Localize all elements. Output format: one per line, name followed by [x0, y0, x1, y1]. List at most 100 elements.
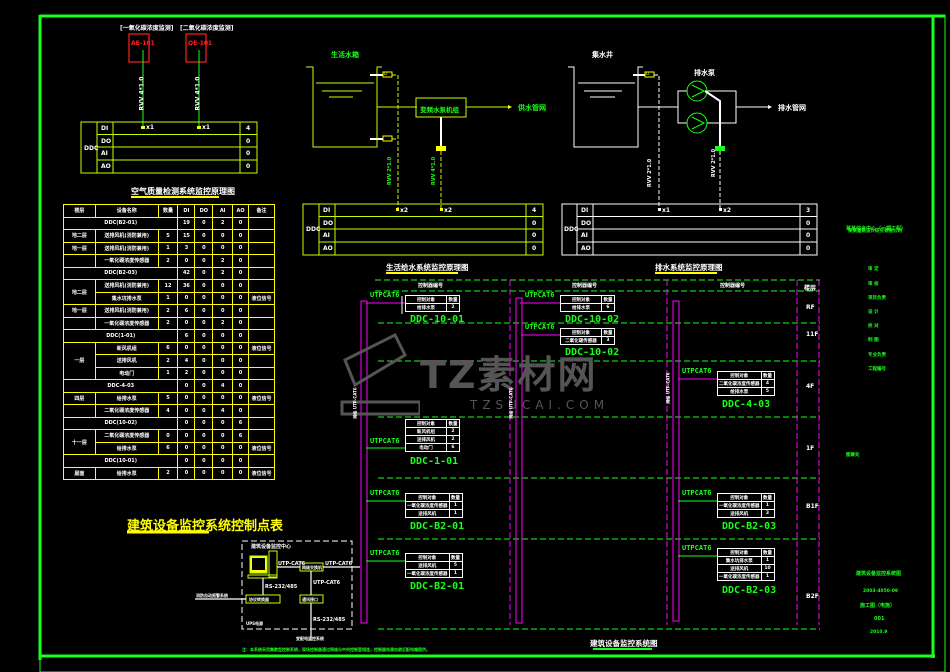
- title-block-field: 工程编号: [868, 367, 886, 372]
- co-sensor-box: [128, 33, 150, 63]
- device-count: 数量: [446, 295, 460, 304]
- point-table-title: 建筑设备监控系统控制点表: [127, 519, 284, 534]
- pit-label: 集水井: [592, 51, 613, 59]
- di-cell: 0: [177, 341, 196, 355]
- control-room-title: 建筑设备监控中心: [251, 544, 292, 550]
- design-stage: 施工图（电施）: [860, 603, 896, 609]
- do-cell: 0: [194, 279, 214, 293]
- device-count: 2: [446, 435, 460, 444]
- di-cell: 0: [177, 291, 196, 305]
- di-cell: 0: [177, 466, 196, 480]
- aq-point-1: x1: [146, 124, 155, 131]
- controlled-device: 控制对象: [405, 295, 447, 304]
- utp-label: UTP-CAT6: [278, 561, 306, 567]
- di-cell: 2: [177, 366, 196, 380]
- floor-cell: 地一层: [63, 241, 96, 255]
- ai-cell: 2: [212, 316, 234, 330]
- ws-cable-2: RVV 4*1.0: [431, 156, 438, 186]
- level-sensor-low: [382, 135, 393, 142]
- controlled-device: 控制对象: [405, 419, 447, 428]
- converter-label: 通讯接口: [302, 597, 318, 602]
- ai-cell: 0: [212, 366, 234, 380]
- di-cell: 0: [177, 316, 196, 330]
- controlled-device: 一氧化碳浓度传感器: [405, 569, 450, 578]
- power-monitor-label: 变配电监控系统: [296, 636, 324, 641]
- controlled-device: 控制对象: [405, 553, 450, 562]
- cable-2-label: RVV 4*1.0: [194, 76, 202, 111]
- column-header: AI: [212, 204, 234, 218]
- utp-cable-label: UTPCAT6: [682, 367, 712, 375]
- drain-row-type: DO: [581, 220, 592, 227]
- floor-cell: 屋面: [63, 466, 96, 480]
- column-header: DI: [177, 204, 196, 218]
- ao-cell: 0: [232, 241, 249, 255]
- aq-row-count: 0: [246, 163, 251, 170]
- riser-header-1: 控制器编号: [418, 283, 444, 289]
- note-cell: [248, 404, 275, 418]
- controller-name: DDC-1-01: [410, 456, 459, 467]
- ao-cell: 0: [232, 379, 249, 393]
- aq-row-type: AI: [101, 150, 108, 157]
- device-count: 6: [446, 443, 460, 452]
- qty-cell: 5: [157, 229, 179, 243]
- column-header: AO: [232, 204, 249, 218]
- ddc-name-cell: DDC(10-02): [62, 416, 179, 430]
- utp-cable-label: UTPCAT6: [682, 489, 712, 497]
- controller-name: DDC-B2-01: [410, 581, 465, 592]
- ws-row-type: DO: [323, 220, 334, 227]
- device-count: 2: [446, 303, 460, 312]
- do-cell: 0: [194, 266, 214, 280]
- ai-cell: 0: [212, 466, 234, 480]
- title-block-field: 专业负责: [868, 353, 886, 358]
- floor-label: B1F: [806, 503, 819, 510]
- utp-cable-label: UTPCAT6: [525, 291, 555, 299]
- controller-name: DDC-10-02: [565, 314, 620, 325]
- device-name-cell: 送排风机(消防兼用): [94, 304, 159, 318]
- note-cell: [248, 429, 275, 443]
- device-count: 数量: [601, 328, 615, 337]
- ao-cell: 0: [232, 466, 249, 480]
- floor-label: B2F: [806, 593, 819, 600]
- note-cell: [248, 229, 275, 243]
- do-cell: 0: [194, 391, 214, 405]
- floor-cell: [63, 404, 96, 418]
- drain-cable-2: RVV 2*1.0: [711, 148, 718, 178]
- qty-cell: 5: [157, 391, 179, 405]
- di-cell: 19: [177, 216, 196, 230]
- watermark-logo: TZ素材网: [420, 353, 598, 397]
- controlled-device: 二氧化碳传感器: [560, 336, 602, 345]
- qty-cell: 2: [157, 466, 179, 480]
- ao-cell: 0: [232, 216, 249, 230]
- do-cell: 0: [194, 304, 214, 318]
- title-block-field: 审 定: [868, 267, 879, 272]
- ws-point-2: x2: [444, 207, 453, 214]
- riser-bus-3: [672, 300, 680, 622]
- di-cell: 0: [177, 454, 196, 468]
- di-cell: 3: [177, 241, 196, 255]
- do-cell: 0: [194, 379, 214, 393]
- controlled-device: 送排风机: [405, 509, 450, 518]
- ups-label: UPS电源: [246, 621, 264, 626]
- ai-cell: 0: [212, 304, 234, 318]
- controlled-device: 集水坑排水泵: [717, 556, 762, 565]
- device-name-cell: 集水坑排水泵: [94, 291, 159, 305]
- floor-label: 11F: [806, 331, 819, 338]
- ao-cell: 0: [232, 291, 249, 305]
- note-cell: [248, 454, 275, 468]
- ai-cell: 0: [212, 229, 234, 243]
- controlled-device: 控制对象: [717, 548, 762, 557]
- qty-cell: 2: [157, 304, 179, 318]
- di-cell: 0: [177, 429, 196, 443]
- device-count: 5: [760, 387, 775, 396]
